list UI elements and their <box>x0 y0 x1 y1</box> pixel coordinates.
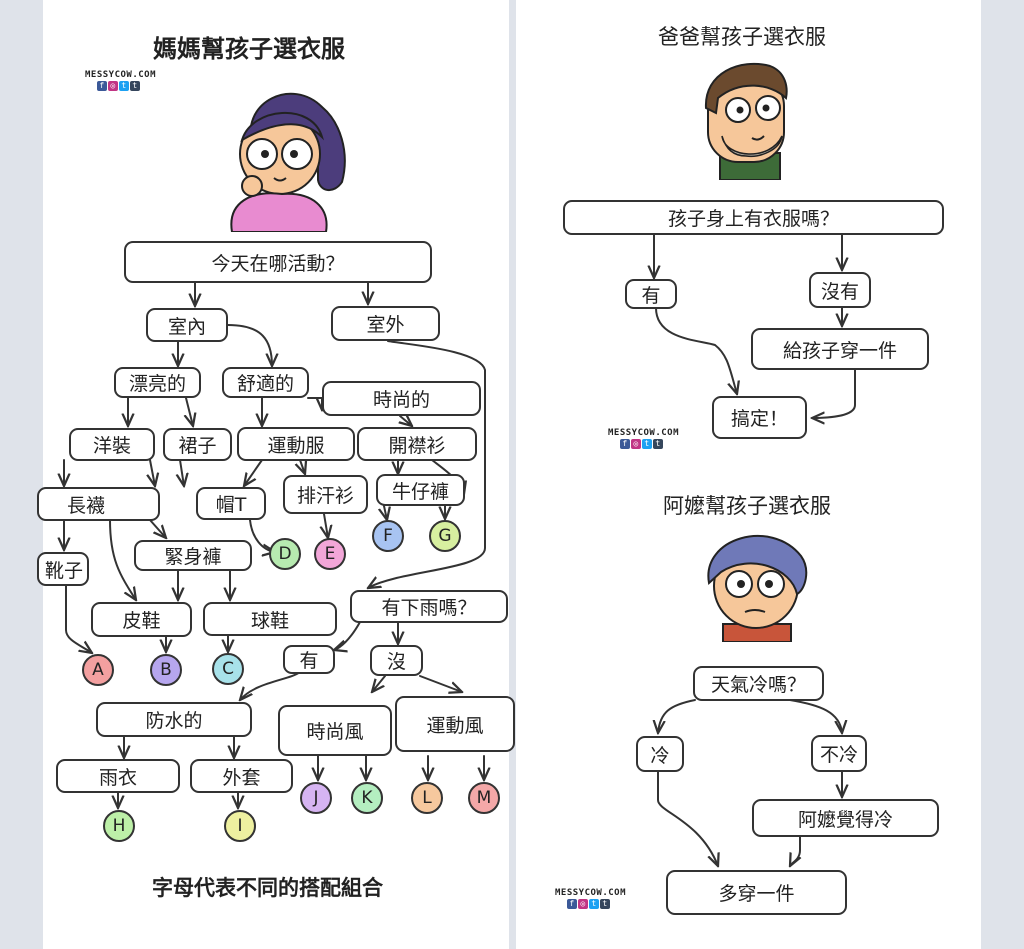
node-indoor: 室內 <box>146 308 228 342</box>
outcome-letter: H <box>112 816 126 836</box>
node-sport-style: 運動風 <box>395 696 515 752</box>
twitter-icon: t <box>119 81 129 91</box>
node-raining: 有下雨嗎？ <box>350 590 508 623</box>
node-yes: 有 <box>283 645 335 674</box>
twitter-icon: t <box>642 439 652 449</box>
logo-wordmark: MESSYCOW.COM <box>555 888 627 898</box>
node-no: 沒 <box>370 645 423 676</box>
grandma-node-wear-more: 多穿一件 <box>666 870 847 915</box>
outcome-letter: F <box>383 526 393 546</box>
node-leather-shoes: 皮鞋 <box>91 602 192 637</box>
node-jeans: 牛仔褲 <box>376 474 465 506</box>
mom-chart-footer: 字母代表不同的搭配組合 <box>152 876 383 900</box>
tumblr-icon: t <box>600 899 610 909</box>
instagram-icon: ◎ <box>578 899 588 909</box>
node-long-socks: 長襪 <box>37 487 160 521</box>
logo-wordmark: MESSYCOW.COM <box>608 428 680 438</box>
outcome-letter: E <box>324 544 336 564</box>
facebook-icon: f <box>567 899 577 909</box>
node-raincoat: 雨衣 <box>56 759 180 793</box>
dad-node-has-clothes: 孩子身上有衣服嗎？ <box>563 200 944 235</box>
outcome-letter: M <box>476 788 492 808</box>
logo-wordmark: MESSYCOW.COM <box>85 70 157 80</box>
messycow-logo: MESSYCOW.COM f ◎ t t <box>594 428 679 449</box>
outcome-circle: G <box>429 520 461 552</box>
node-fashion-style: 時尚風 <box>278 705 392 756</box>
tumblr-icon: t <box>130 81 140 91</box>
instagram-icon: ◎ <box>108 81 118 91</box>
grandma-node-cold: 冷 <box>636 736 684 772</box>
node-boots: 靴子 <box>37 552 89 586</box>
dad-avatar <box>704 62 788 180</box>
node-where-today: 今天在哪活動？ <box>124 241 432 283</box>
outcome-circle: B <box>150 654 182 686</box>
mom-chart-title: 媽媽幫孩子選衣服 <box>153 35 345 63</box>
grandma-node-is-cold: 天氣冷嗎？ <box>693 666 824 701</box>
outcome-circle: E <box>314 538 346 570</box>
node-sneakers: 球鞋 <box>203 602 337 636</box>
messycow-logo: MESSYCOW.COM f ◎ t t <box>541 888 626 909</box>
outcome-letter: I <box>237 816 243 836</box>
node-cardigan: 開襟衫 <box>357 427 477 461</box>
dad-chart-title: 爸爸幫孩子選衣服 <box>658 25 826 49</box>
node-outdoor: 室外 <box>331 306 440 341</box>
node-leggings: 緊身褲 <box>134 540 252 571</box>
outcome-circle: I <box>224 810 256 842</box>
outcome-circle: C <box>212 653 244 685</box>
outcome-circle: J <box>300 782 332 814</box>
outcome-letter: K <box>361 788 373 808</box>
dad-node-put-on: 給孩子穿一件 <box>751 328 929 370</box>
node-skirt: 裙子 <box>163 428 232 461</box>
grandma-node-not-cold: 不冷 <box>811 735 867 772</box>
node-sweatshirt: 排汗衫 <box>283 475 368 514</box>
node-hat-t: 帽T <box>196 487 266 520</box>
outcome-letter: A <box>92 660 104 680</box>
dad-node-no: 沒有 <box>809 272 871 308</box>
outcome-circle: A <box>82 654 114 686</box>
node-fashionable: 時尚的 <box>322 381 481 416</box>
outcome-circle: K <box>351 782 383 814</box>
social-icons: f ◎ t t <box>620 439 679 449</box>
grandma-node-feels-cold: 阿嬤覺得冷 <box>752 799 939 837</box>
dad-node-done: 搞定！ <box>712 396 807 439</box>
outcome-letter: C <box>222 659 234 679</box>
node-pretty: 漂亮的 <box>114 367 201 398</box>
outcome-circle: D <box>269 538 301 570</box>
twitter-icon: t <box>589 899 599 909</box>
social-icons: f ◎ t t <box>567 899 626 909</box>
node-comfortable: 舒適的 <box>222 367 309 398</box>
outcome-circle: M <box>468 782 500 814</box>
outcome-circle: F <box>372 520 404 552</box>
node-waterproof: 防水的 <box>96 702 252 737</box>
social-icons: f ◎ t t <box>97 81 156 91</box>
tumblr-icon: t <box>653 439 663 449</box>
facebook-icon: f <box>620 439 630 449</box>
messycow-logo: MESSYCOW.COM f ◎ t t <box>71 70 156 91</box>
outcome-letter: D <box>278 544 292 564</box>
outcome-letter: B <box>160 660 172 680</box>
node-jacket: 外套 <box>190 759 293 793</box>
outcome-letter: J <box>313 788 319 808</box>
outcome-circle: L <box>411 782 443 814</box>
outcome-letter: G <box>438 526 452 546</box>
grandma-chart-title: 阿嬤幫孩子選衣服 <box>663 494 831 518</box>
mom-avatar <box>230 92 346 232</box>
instagram-icon: ◎ <box>631 439 641 449</box>
dad-node-yes: 有 <box>625 279 677 309</box>
outcome-letter: L <box>422 788 432 808</box>
grandma-avatar <box>707 535 808 642</box>
node-dress: 洋裝 <box>69 428 155 461</box>
outcome-circle: H <box>103 810 135 842</box>
node-sportswear: 運動服 <box>237 427 355 461</box>
facebook-icon: f <box>97 81 107 91</box>
